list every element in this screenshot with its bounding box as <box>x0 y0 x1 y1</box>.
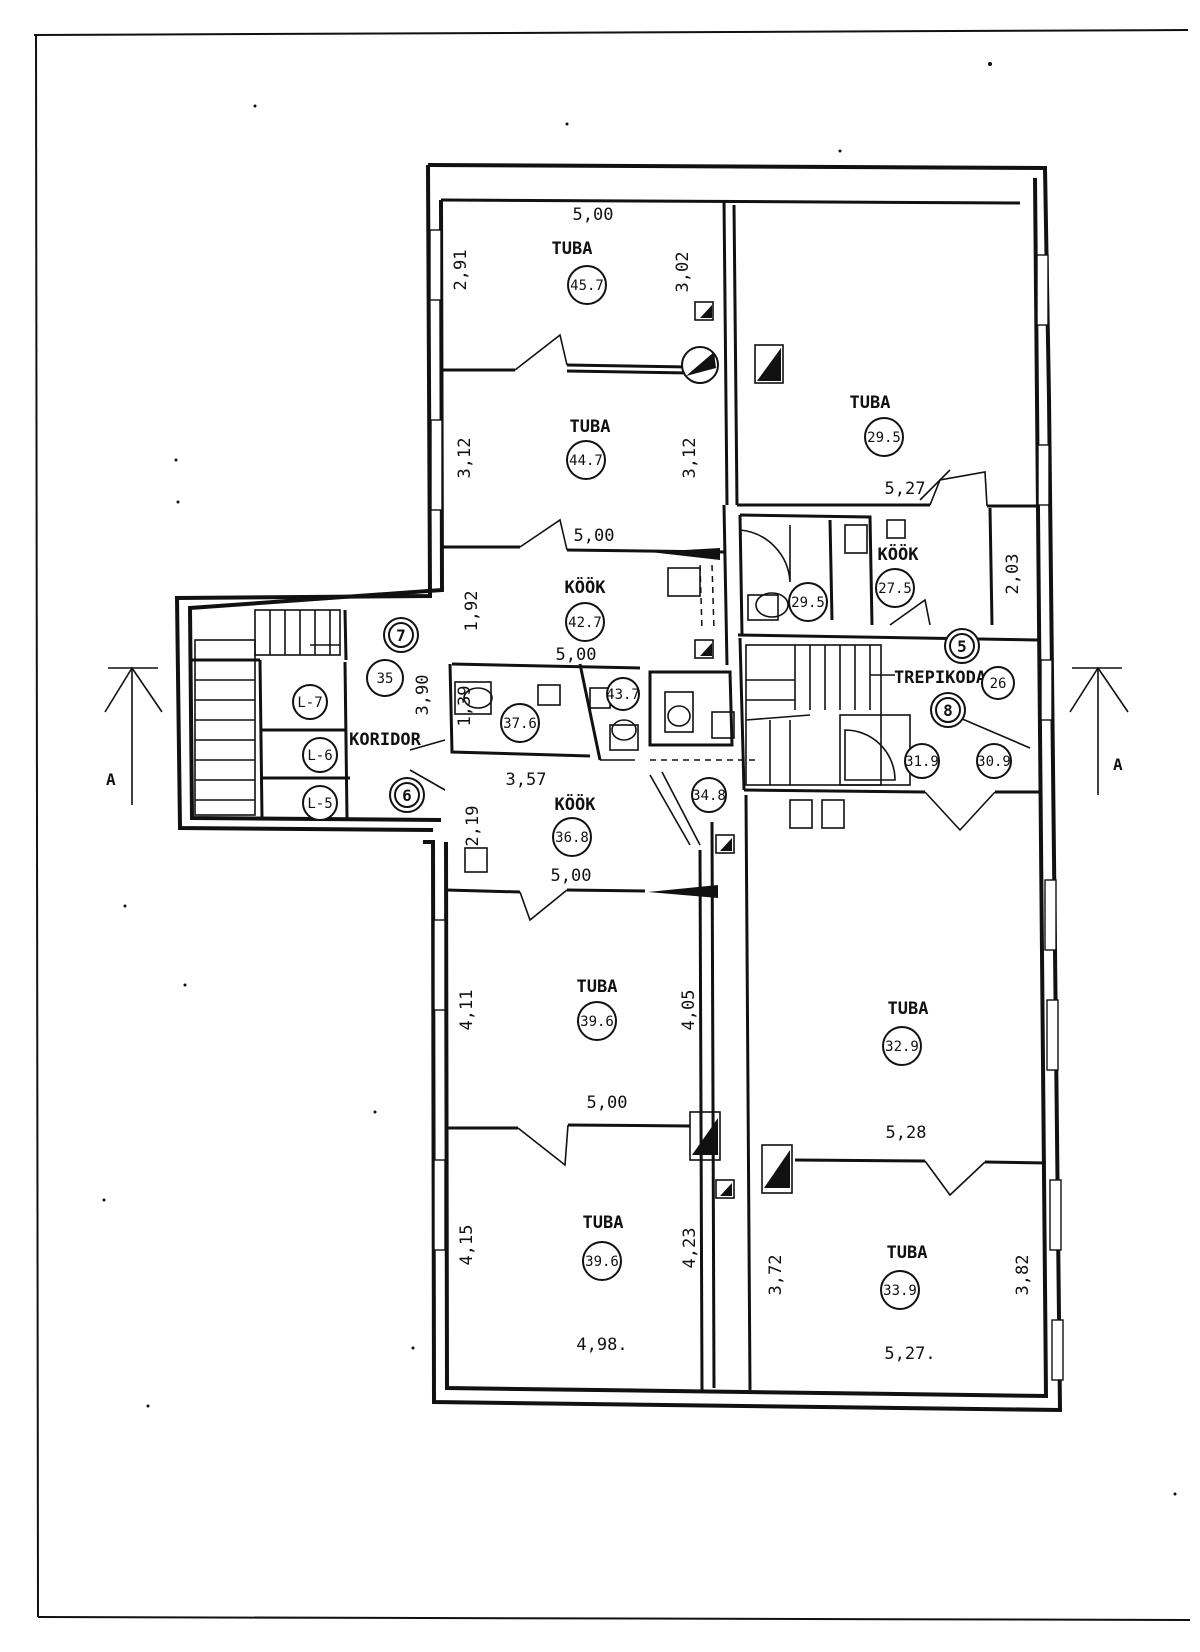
dimension-label: 5,28 <box>886 1123 927 1143</box>
door-swings <box>409 333 1031 1197</box>
windows <box>429 229 1064 1381</box>
dimension-label: 2,19 <box>463 806 483 847</box>
room-code: 31.9 <box>905 754 939 770</box>
room-code: 30.9 <box>977 754 1011 770</box>
left-staircase <box>194 609 341 816</box>
room-code: 29.5 <box>791 595 825 611</box>
room-code: 33.9 <box>883 1283 917 1299</box>
apartment-number: 7 <box>396 626 406 645</box>
room-code: 39.6 <box>585 1254 619 1270</box>
room-code: 44.7 <box>569 453 603 469</box>
scan-specks <box>102 62 1177 1496</box>
apartment-number: 6 <box>402 786 412 805</box>
dimension-label: 5,00 <box>556 645 597 665</box>
room-code: 29.5 <box>867 430 901 446</box>
room-name: KÖÖK <box>565 576 607 598</box>
dimension-label: 4,15 <box>457 1225 477 1266</box>
room-code: 43.7 <box>606 687 640 703</box>
dimension-label: 5,00 <box>551 866 592 886</box>
room-code: 37.6 <box>503 716 537 732</box>
dimensions: 5,00 2,91 3,02 3,12 3,12 5,00 5,27 2,03 … <box>413 205 1033 1364</box>
room-code: L-6 <box>307 748 332 764</box>
right-staircase <box>745 644 911 786</box>
room-code: 45.7 <box>570 278 604 294</box>
dimension-label: 4,98. <box>576 1335 627 1355</box>
room-name: TUBA <box>570 417 611 437</box>
room-name: TUBA <box>583 1213 624 1233</box>
dimension-label: 2,91 <box>451 250 471 291</box>
dimension-label: 5,27 <box>885 479 926 499</box>
dimension-label: 1,92 <box>462 591 482 632</box>
room-code: 27.5 <box>878 581 912 597</box>
room-name: KORIDOR <box>349 730 421 750</box>
dimension-label: 4,23 <box>680 1228 700 1269</box>
apartment-number: 5 <box>957 637 967 656</box>
room-name: KÖÖK <box>878 543 920 565</box>
dimension-label: 3,57 <box>506 770 547 790</box>
dimension-label: 5,27. <box>884 1344 935 1364</box>
dimension-label: 3,90 <box>413 675 433 716</box>
dimension-label: 4,11 <box>457 990 477 1031</box>
room-code: 42.7 <box>568 615 602 631</box>
room-name: TUBA <box>888 999 929 1019</box>
room-code: L-7 <box>297 695 322 711</box>
room-code: 34.8 <box>692 788 726 804</box>
room-name: TUBA <box>577 977 618 997</box>
dimension-label: 1,39 <box>455 686 475 727</box>
section-letter-left: A <box>106 770 116 789</box>
page-frame <box>33 29 1191 1621</box>
room-name: TUBA <box>887 1243 928 1263</box>
room-names: TUBA TUBA TUBA KÖÖK KÖÖK TREPIKODA KORID… <box>349 239 986 1263</box>
apartment-numbers: 7 6 5 8 <box>383 617 980 813</box>
room-code: L-5 <box>307 796 332 812</box>
apartment-number: 8 <box>943 701 953 720</box>
dimension-label: 5,00 <box>587 1093 628 1113</box>
interior-walls <box>192 199 1047 1391</box>
room-code: 35 <box>377 671 394 687</box>
dimension-label: 3,72 <box>766 1255 786 1296</box>
room-codes: 45.7 44.7 29.5 42.7 29.5 27.5 26 35 L-7 … <box>292 265 1015 1310</box>
room-name: TUBA <box>552 239 593 259</box>
dimension-label: 5,00 <box>574 526 615 546</box>
room-code: 26 <box>990 676 1007 692</box>
dimension-label: 5,00 <box>573 205 614 225</box>
dimension-label: 3,02 <box>673 252 693 293</box>
room-code: 39.6 <box>580 1014 614 1030</box>
dimension-label: 3,12 <box>680 438 700 479</box>
room-name: TREPIKODA <box>894 668 986 688</box>
dimension-label: 3,82 <box>1013 1255 1033 1296</box>
section-letter-right: A <box>1113 755 1123 774</box>
dimension-label: 4,05 <box>679 990 699 1031</box>
dimension-label: 3,12 <box>455 438 475 479</box>
room-name: TUBA <box>850 393 891 413</box>
fixtures <box>454 301 906 1199</box>
room-code: 36.8 <box>555 830 589 846</box>
room-code: 32.9 <box>885 1039 919 1055</box>
section-marker-left: A <box>104 666 163 805</box>
room-name: KÖÖK <box>555 793 597 815</box>
section-marker-right: A <box>1069 666 1129 795</box>
dimension-label: 2,03 <box>1003 554 1023 595</box>
